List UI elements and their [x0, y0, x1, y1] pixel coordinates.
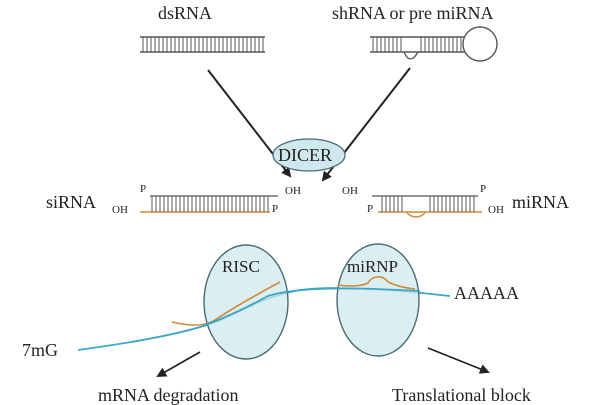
- mirnp-label: miRNP: [347, 257, 399, 276]
- arrow-to-translational-block: [427, 347, 490, 374]
- mirna-p-left: P: [367, 203, 374, 215]
- mirna-p-right: P: [480, 183, 487, 195]
- dicer-label: DICER: [278, 145, 332, 165]
- mirna-oh-right: OH: [488, 204, 504, 216]
- shrna-hairpin: [370, 26, 498, 62]
- sirna-p-right: P: [272, 203, 279, 215]
- risc-complex: [203, 244, 289, 360]
- mirna-duplex: [372, 195, 482, 218]
- polya-tail-label: AAAAA: [454, 283, 519, 303]
- dsrna-duplex: [140, 36, 265, 53]
- shrna-label: shRNA or pre miRNA: [332, 3, 494, 23]
- sirna-duplex: [140, 195, 278, 213]
- dsrna-label: dsRNA: [158, 3, 213, 23]
- mrna-strand-front: [204, 287, 421, 326]
- translational-block-label: Translational block: [392, 385, 531, 405]
- sirna-p-left: P: [140, 183, 147, 195]
- sirna-label: siRNA: [46, 192, 97, 212]
- mirnp-guide-strand: [337, 276, 416, 290]
- arrow-to-degradation: [156, 351, 201, 377]
- risc-guide-strand: [171, 281, 281, 326]
- sirna-oh-left: OH: [112, 204, 128, 216]
- sirna-oh-right: OH: [285, 185, 301, 197]
- mirnp-complex: [336, 243, 420, 357]
- mirna-label: miRNA: [512, 192, 570, 212]
- cap-label: 7mG: [22, 340, 58, 360]
- degradation-label: mRNA degradation: [98, 385, 239, 405]
- risc-label: RISC: [222, 257, 260, 276]
- mirna-oh-left: OH: [342, 185, 358, 197]
- dicer-complex: [272, 138, 346, 172]
